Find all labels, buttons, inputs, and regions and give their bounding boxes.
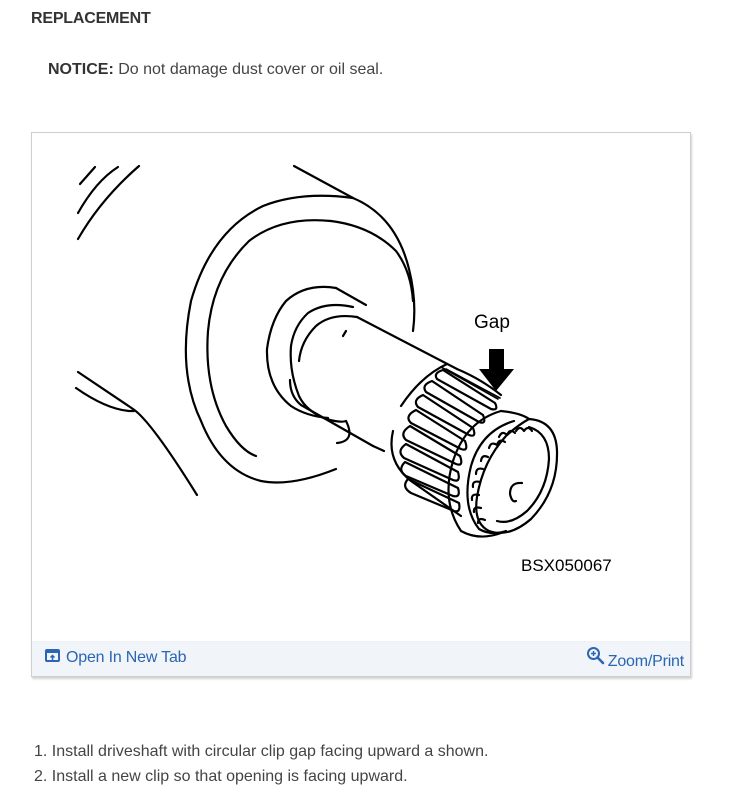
zoom-print-label: Zoom/Print bbox=[607, 652, 684, 670]
instruction-steps: 1. Install driveshaft with circular clip… bbox=[34, 739, 488, 789]
gap-callout-label: Gap bbox=[474, 312, 510, 333]
figure-toolbar: Open In New Tab Zoom/Print bbox=[32, 641, 690, 676]
figure-card: Gap BSX050067 Open In New Tab bbox=[31, 132, 691, 677]
driveshaft-drawing: Gap BSX050067 bbox=[74, 164, 612, 575]
step-text: Install driveshaft with circular clip ga… bbox=[51, 743, 489, 760]
notice: NOTICE: Do not damage dust cover or oil … bbox=[48, 61, 383, 79]
driveshaft-illustration[interactable]: Gap BSX050067 bbox=[32, 133, 690, 643]
step-item: 2. Install a new clip so that opening is… bbox=[34, 764, 488, 789]
notice-text: Do not damage dust cover or oil seal. bbox=[113, 61, 384, 78]
zoom-in-magnifier-icon bbox=[586, 646, 606, 671]
zoom-print-link[interactable]: Zoom/Print bbox=[586, 646, 684, 671]
figure-code: BSX050067 bbox=[521, 556, 612, 575]
open-in-new-tab-icon bbox=[45, 649, 60, 667]
open-in-new-tab-label: Open In New Tab bbox=[66, 649, 187, 666]
open-in-new-tab-link[interactable]: Open In New Tab bbox=[45, 649, 187, 667]
section-title: REPLACEMENT bbox=[31, 10, 151, 27]
notice-label: NOTICE: bbox=[48, 61, 114, 78]
step-item: 1. Install driveshaft with circular clip… bbox=[34, 739, 488, 764]
step-number: 2. bbox=[34, 768, 48, 785]
step-number: 1. bbox=[34, 743, 48, 760]
step-text: Install a new clip so that opening is fa… bbox=[51, 768, 408, 785]
